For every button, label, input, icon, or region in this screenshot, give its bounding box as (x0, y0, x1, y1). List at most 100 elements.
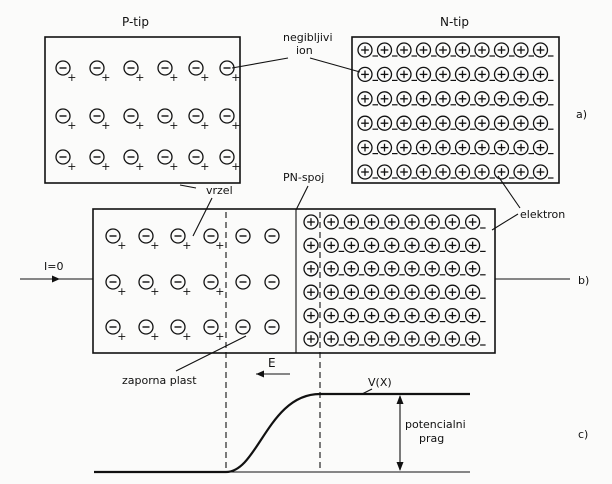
hole-plus: + (182, 239, 191, 252)
donor-ion-circle (357, 66, 373, 83)
n-ion (474, 66, 495, 83)
n-side-ion (303, 331, 319, 347)
n-side-ion (404, 261, 425, 277)
p-ion: + (89, 108, 110, 132)
donor-ion-circle (493, 164, 510, 180)
hole-plus: + (169, 71, 178, 84)
n-side-ion (404, 284, 425, 300)
n-side-ion (424, 237, 446, 254)
hole-plus: + (67, 160, 76, 173)
acceptor-ion-circle (105, 319, 121, 335)
donor-ion-circle (357, 164, 373, 180)
n-ion (493, 42, 515, 58)
n-side-ion (444, 331, 466, 347)
acceptor-ion-circle (89, 108, 105, 124)
n-side-ion (464, 331, 486, 347)
donor-ion-circle (415, 42, 432, 58)
p-ion: + (123, 60, 144, 84)
n-side-ion (363, 284, 385, 300)
hole-leader-upper (179, 184, 197, 189)
n-ion (357, 139, 378, 156)
donor-ion-circle (323, 261, 339, 277)
n-side-ion (363, 237, 385, 254)
donor-ion-circle (404, 261, 420, 277)
n-ion (415, 115, 437, 131)
donor-ion-circle (323, 307, 339, 324)
donor-ion-circle (424, 261, 440, 277)
n-side-ion (303, 307, 319, 324)
n-ion (357, 91, 378, 107)
n-side-ion (464, 237, 486, 254)
electron-leader-lower (491, 213, 519, 231)
acceptor-ion-circle (203, 228, 219, 244)
n-side-ion (404, 237, 425, 254)
donor-ion-circle (424, 331, 440, 347)
p-side-ion: + (203, 228, 224, 252)
donor-ion-circle (435, 139, 451, 156)
donor-ion-circle (415, 91, 432, 107)
donor-ion-circle (464, 331, 481, 347)
panel-c-label: c) (578, 428, 588, 441)
donor-ion-circle (415, 115, 432, 131)
n-ion (532, 66, 554, 83)
p-type-block (44, 36, 241, 184)
donor-ion-circle (357, 115, 373, 131)
acceptor-ion-circle (55, 60, 71, 76)
n-ion (513, 66, 534, 83)
donor-ion-circle (415, 164, 432, 180)
donor-ion-circle (396, 66, 412, 83)
acceptor-ion-circle (235, 228, 251, 244)
donor-ion-circle (424, 307, 440, 324)
n-ion (357, 164, 378, 180)
hole-plus: + (182, 330, 191, 343)
n-ion (357, 42, 378, 58)
n-side-ion (404, 331, 425, 347)
donor-ion-circle (435, 164, 451, 180)
hole-plus: + (135, 160, 144, 173)
donor-ion-circle (474, 139, 490, 156)
donor-ion-circle (513, 91, 529, 107)
electron-leader-upper (497, 175, 521, 209)
n-ion (493, 164, 515, 180)
donor-ion-circle (396, 139, 412, 156)
p-side-ions: ++++++++++++ (105, 228, 280, 343)
donor-ion-circle (493, 115, 510, 131)
n-ion (454, 66, 476, 83)
n-ion (396, 164, 417, 180)
hole-plus: + (150, 285, 159, 298)
field-arrow-head (256, 370, 264, 378)
hole-leader (192, 197, 213, 237)
donor-ion-circle (384, 261, 400, 277)
n-ion (454, 91, 476, 107)
acceptor-ion-circle (138, 274, 154, 290)
n-side-ion (384, 284, 405, 300)
acceptor-ion-circle (105, 274, 121, 290)
p-ion: + (55, 108, 76, 132)
donor-ion-circle (404, 331, 420, 347)
n-ion (376, 91, 398, 107)
n-side-ion (363, 307, 385, 324)
donor-ion-circle (323, 331, 339, 347)
donor-ion-circle (513, 42, 529, 58)
n-side-ion (444, 284, 466, 300)
p-ion: + (219, 149, 240, 173)
hole-plus: + (150, 330, 159, 343)
donor-ion-circle (464, 261, 481, 277)
p-ion: + (55, 60, 76, 84)
donor-ion-circle (454, 42, 471, 58)
hole-plus: + (67, 119, 76, 132)
hole-plus: + (101, 71, 110, 84)
donor-ion-circle (343, 214, 360, 230)
current-label: I=0 (44, 260, 63, 273)
acceptor-ion-circle (138, 228, 154, 244)
n-ion (415, 139, 437, 156)
donor-ion-circle (404, 214, 420, 230)
barrier-arrow-bottom (396, 462, 404, 471)
n-ion (532, 139, 554, 156)
potential-curve (94, 392, 470, 474)
donor-ion-circle (444, 307, 461, 324)
p-ion: + (188, 149, 209, 173)
n-ion (396, 42, 417, 58)
n-ion (396, 115, 417, 131)
pn-junction-label: PN-spoj (283, 171, 324, 184)
